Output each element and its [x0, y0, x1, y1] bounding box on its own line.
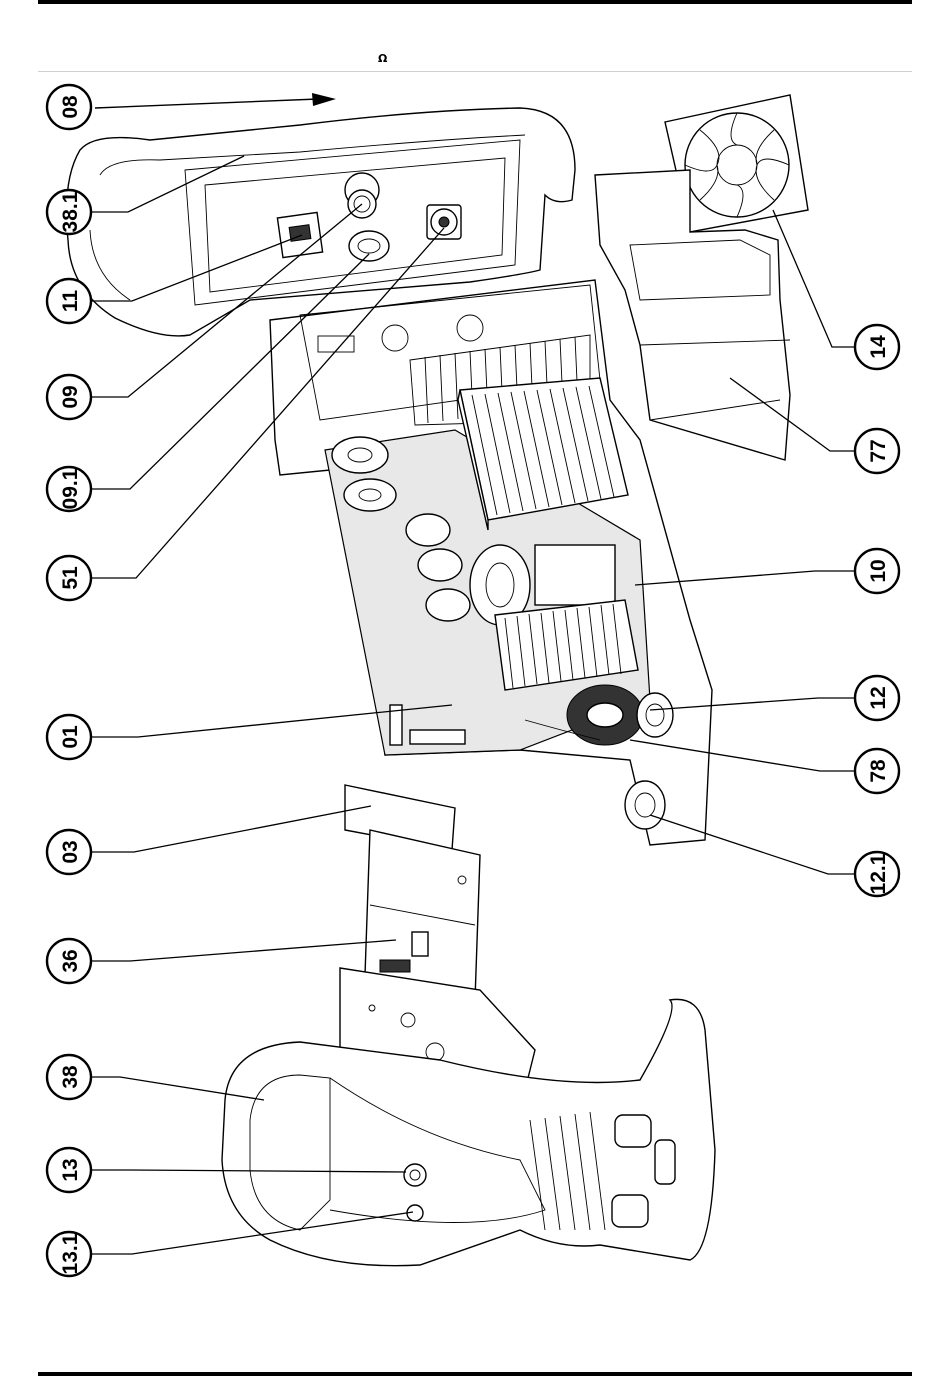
callout-12-1: 12.1	[855, 852, 899, 896]
svg-text:38.1: 38.1	[59, 191, 82, 232]
callout-09-1: 09.1	[47, 467, 91, 511]
callout-14: 14	[855, 325, 899, 369]
callout-13: 13	[47, 1148, 91, 1192]
callout-36: 36	[47, 939, 91, 983]
svg-text:09.1: 09.1	[59, 468, 82, 509]
svg-text:13: 13	[59, 1158, 82, 1181]
callout-78: 78	[855, 749, 899, 793]
svg-text:51: 51	[59, 566, 82, 590]
callout-01: 01	[47, 715, 91, 759]
svg-text:77: 77	[867, 439, 890, 462]
svg-text:12: 12	[867, 686, 890, 709]
svg-text:78: 78	[867, 759, 890, 783]
svg-text:03: 03	[59, 840, 82, 863]
svg-text:36: 36	[59, 949, 82, 972]
callout-09: 09	[47, 375, 91, 419]
svg-text:11: 11	[59, 290, 82, 313]
svg-text:38: 38	[59, 1065, 82, 1089]
callout-38-1: 38.1	[47, 190, 91, 234]
callout-11: 11	[47, 279, 91, 323]
svg-text:14: 14	[867, 335, 890, 359]
callout-10: 10	[855, 549, 899, 593]
callout-03: 03	[47, 830, 91, 874]
svg-text:13.1: 13.1	[59, 1233, 82, 1274]
svg-text:09: 09	[59, 385, 82, 408]
callout-08: 08	[47, 85, 91, 129]
svg-text:08: 08	[59, 95, 82, 119]
bottom-rule	[38, 1372, 912, 1376]
callout-77: 77	[855, 429, 899, 473]
svg-text:10: 10	[867, 559, 890, 582]
direction-arrow	[95, 93, 336, 108]
callout-38: 38	[47, 1055, 91, 1099]
callout-51: 51	[47, 556, 91, 600]
svg-text:12.1: 12.1	[867, 853, 890, 894]
svg-text:01: 01	[59, 725, 82, 749]
callout-12: 12	[855, 676, 899, 720]
callout-13-1: 13.1	[47, 1232, 91, 1276]
